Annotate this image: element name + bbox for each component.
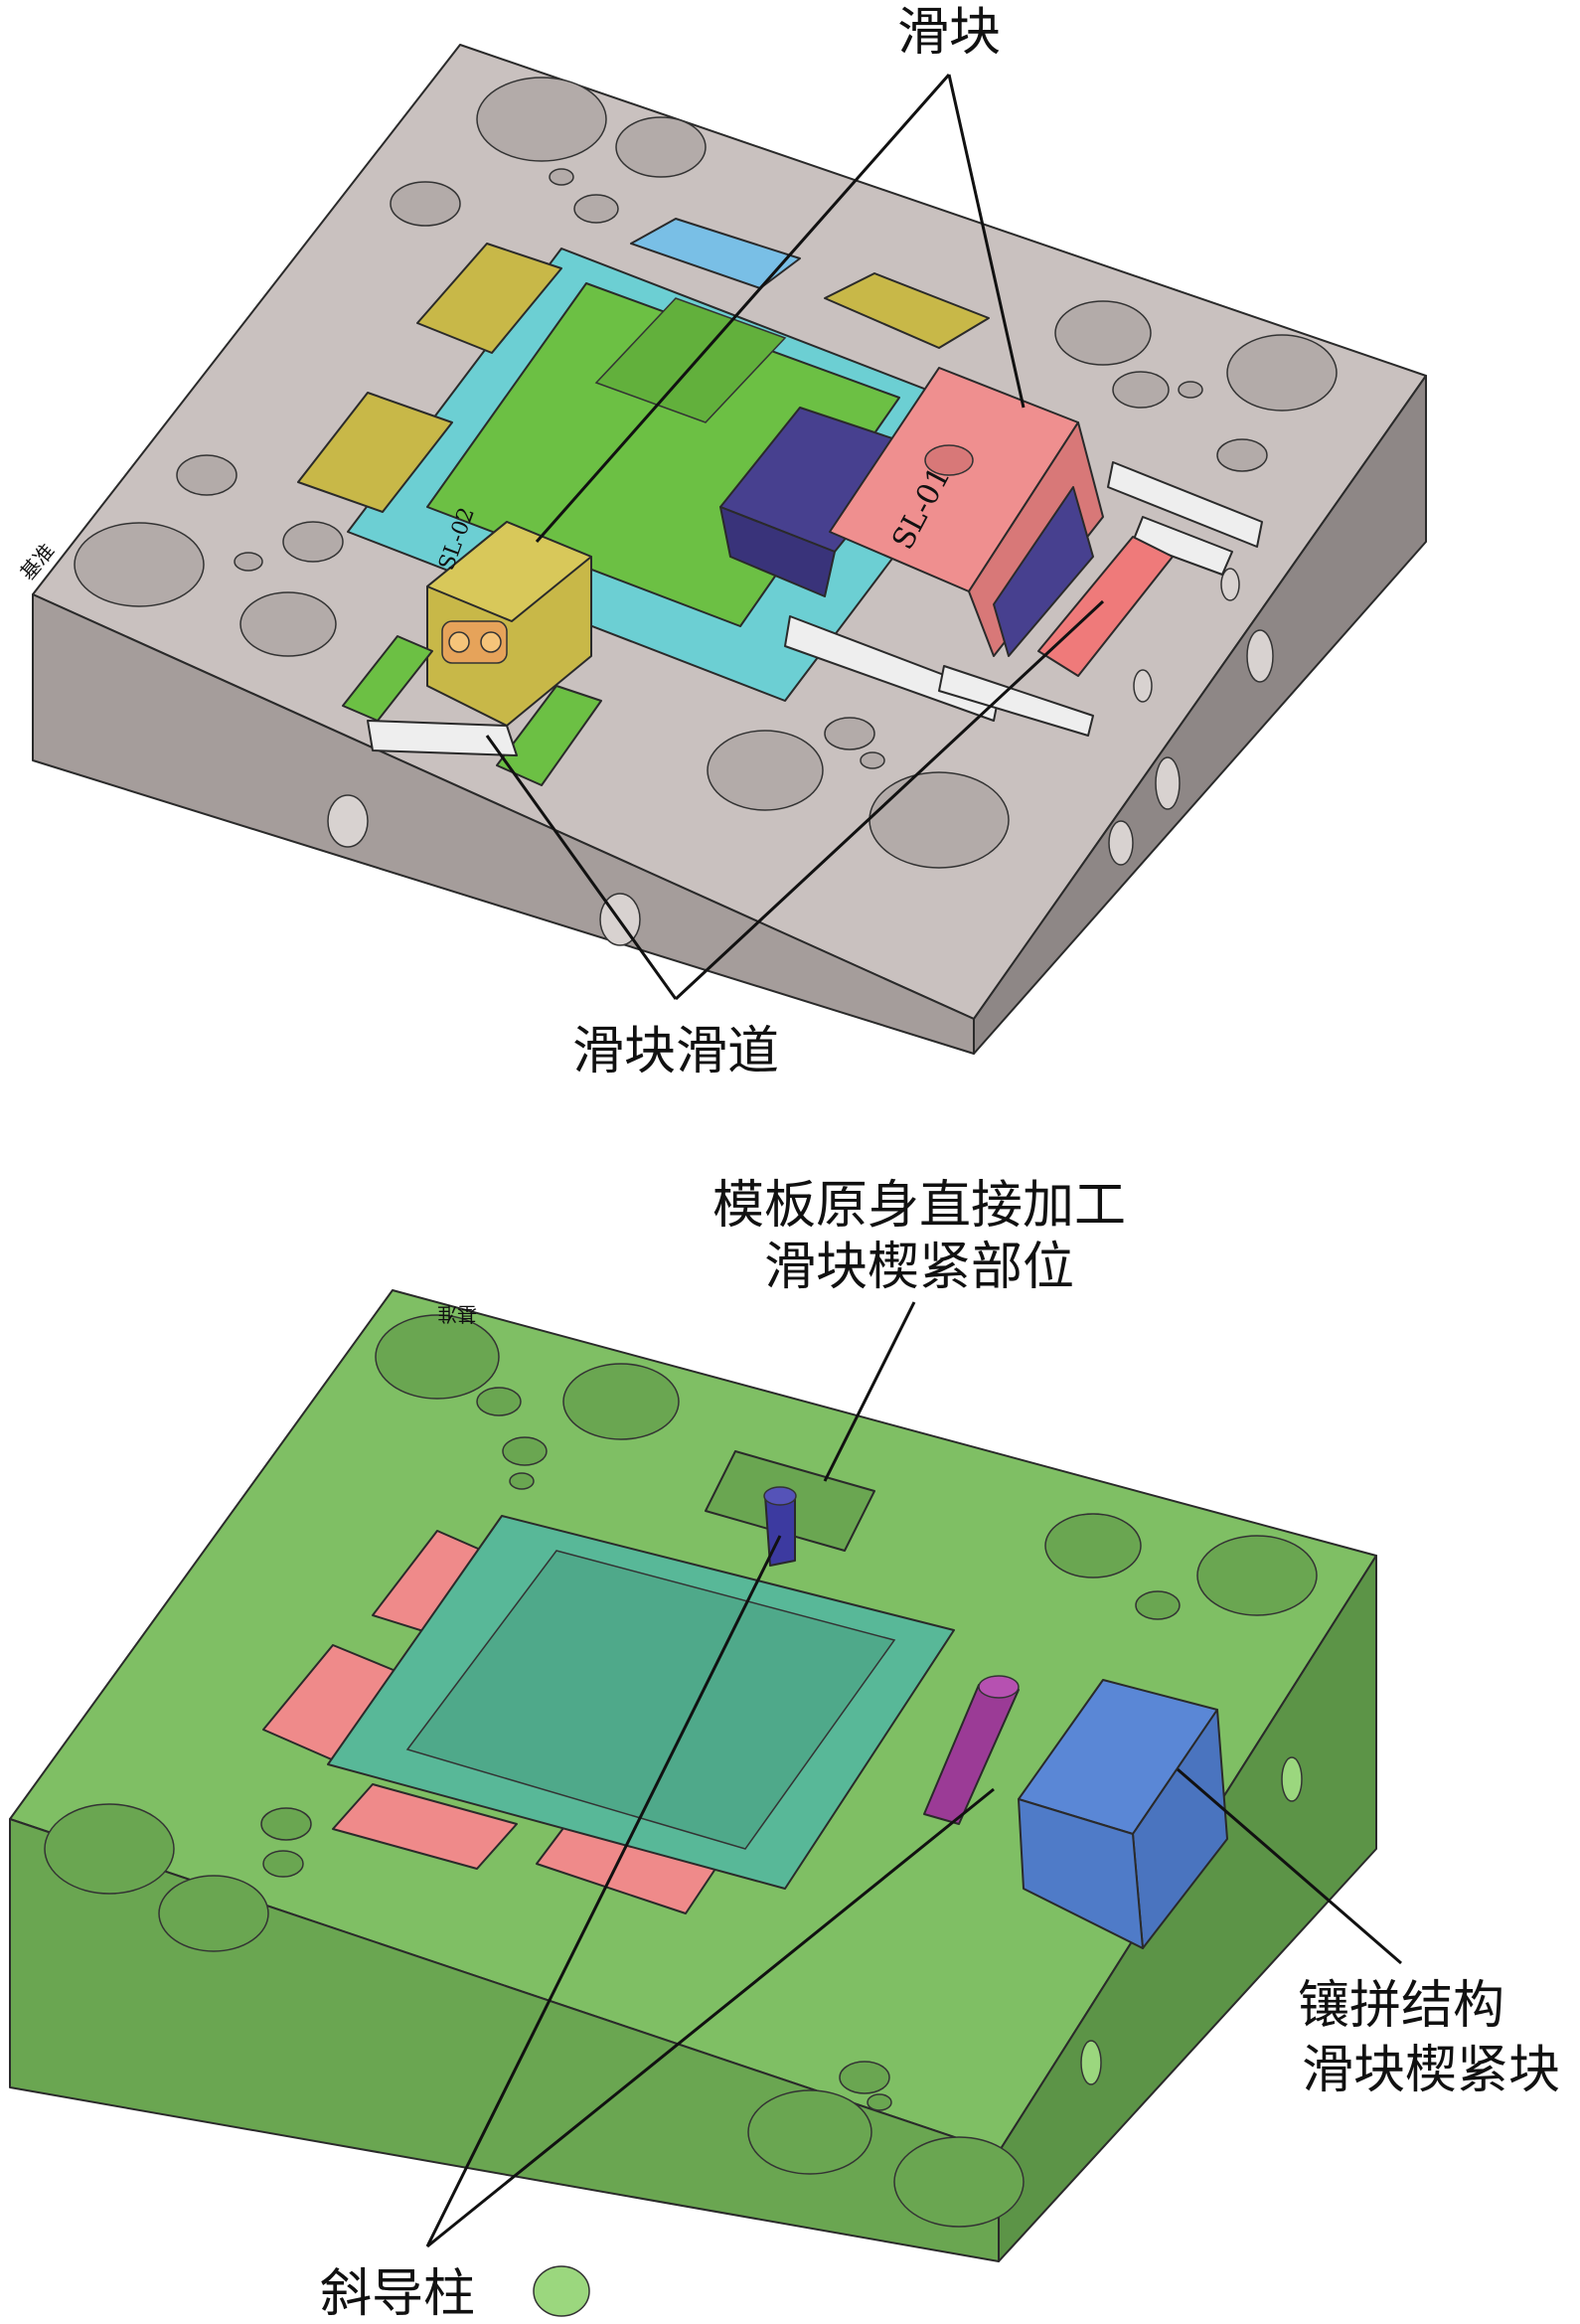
navy-slider-front bbox=[719, 506, 836, 597]
red-wedge-pocket bbox=[1037, 536, 1174, 677]
bottom-datum-mark: 基准 bbox=[437, 1302, 477, 1326]
teal-cavity-floor bbox=[405, 1550, 896, 1850]
blue-insert-wedge-block bbox=[1018, 1679, 1228, 1949]
angle-pins bbox=[763, 1486, 1020, 1825]
leader-lines bbox=[425, 74, 1402, 2248]
bottom-plate-side-holes bbox=[533, 1756, 1303, 2317]
label-angle-pin: 斜导柱 bbox=[320, 2264, 475, 2324]
light-blue-block bbox=[630, 218, 801, 289]
bottom-plate-side-face bbox=[998, 1555, 1377, 2262]
olive-clamp-blocks bbox=[297, 243, 990, 513]
label-insert-line1: 镶拼结构 bbox=[1298, 1976, 1504, 2036]
bottom-mold-plate-figure: 基准 bbox=[9, 1289, 1377, 2317]
top-plate-holes bbox=[74, 77, 1338, 869]
label-wedge-line1: 模板原身直接加工 bbox=[712, 1176, 1126, 1236]
white-slider-rails bbox=[367, 461, 1263, 756]
top-plate-side-face bbox=[973, 375, 1427, 1055]
label-insert-line2: 滑块楔紧块 bbox=[1302, 2041, 1560, 2100]
label-slider: 滑块 bbox=[897, 3, 1001, 63]
slider-sl-02: SL-02 bbox=[426, 504, 592, 727]
bottom-plate-holes bbox=[44, 1314, 1318, 2228]
label-wedge-line2: 滑块楔紧部位 bbox=[764, 1238, 1074, 1297]
slider-sl-01: SL-01 bbox=[829, 367, 1104, 657]
green-guide-rails bbox=[342, 635, 602, 786]
label-slider-rail: 滑块滑道 bbox=[572, 1022, 779, 1081]
callout-labels: 滑块 滑块滑道 模板原身直接加工 滑块楔紧部位 镶拼结构 滑块楔紧块 斜导柱 bbox=[320, 3, 1560, 2324]
top-mold-plate-figure: SL-01 SL-02 基准 bbox=[15, 44, 1427, 1055]
green-part-inner-panel bbox=[594, 297, 787, 423]
